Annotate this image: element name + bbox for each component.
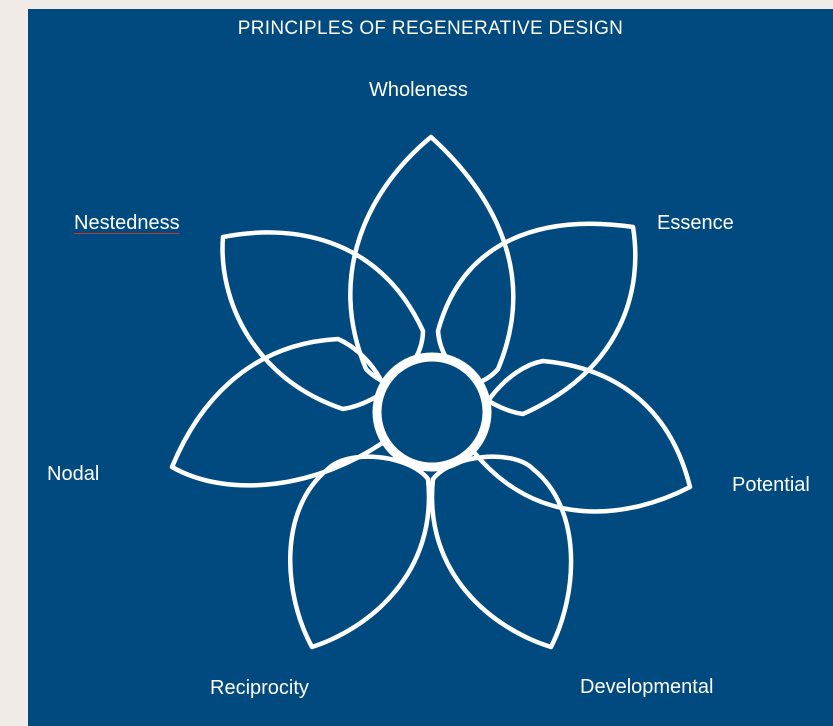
petal-reciprocity xyxy=(287,454,432,650)
diagram-title: PRINCIPLES OF REGENERATIVE DESIGN xyxy=(237,18,624,39)
principle-label-potential: Potential xyxy=(732,474,810,496)
principle-label-developmental: Developmental xyxy=(580,676,714,698)
principle-label-nodal: Nodal xyxy=(47,463,100,485)
petal-potential xyxy=(470,358,693,514)
center-circle xyxy=(372,352,492,472)
petal-nodal xyxy=(169,336,395,488)
principle-label-essence: Essence xyxy=(657,212,734,234)
flower-diagram xyxy=(169,134,693,650)
principle-label-wholeness: Wholeness xyxy=(369,79,468,101)
petal-developmental xyxy=(429,454,574,650)
diagram-panel: PRINCIPLES OF REGENERATIVE DESIGN Wholen… xyxy=(28,9,833,726)
principle-label-reciprocity: Reciprocity xyxy=(210,677,309,699)
principle-label-nestedness: Nestedness xyxy=(74,212,180,234)
